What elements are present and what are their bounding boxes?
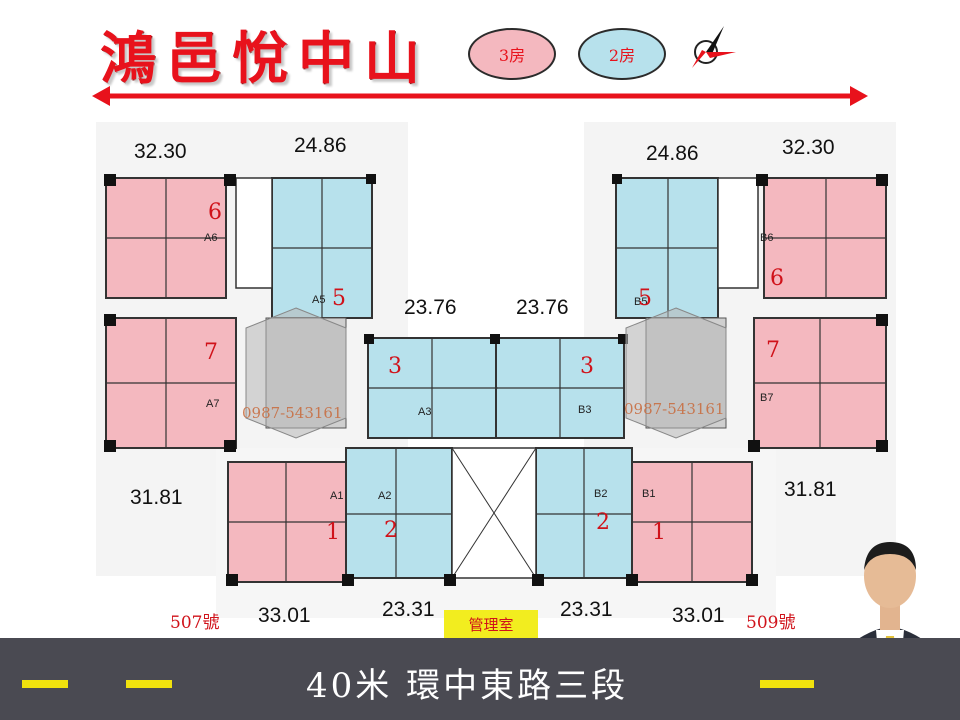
- unit-number-a2: 2: [384, 518, 398, 543]
- unit-number-b1: 1: [652, 520, 666, 545]
- unit-label-a2: A2: [378, 490, 392, 502]
- house-number-right: 509號: [746, 613, 796, 633]
- unit-label-a3: A3: [418, 406, 432, 418]
- area-b2: 23.31: [560, 598, 613, 621]
- floor-plan: [96, 122, 896, 618]
- area-b6: 32.30: [782, 136, 835, 159]
- unit-number-a1: 1: [326, 520, 340, 545]
- road-marking: [22, 680, 68, 688]
- area-a6: 32.30: [134, 140, 187, 163]
- watermark-phone-left: 0987-543161: [242, 404, 343, 422]
- legend-two-room-label: 2房: [608, 46, 636, 65]
- area-a5: 24.86: [294, 134, 347, 157]
- compass-icon: [692, 26, 736, 68]
- unit-number-a6: 6: [208, 200, 222, 225]
- area-b3: 23.76: [516, 296, 569, 319]
- unit-label-a5: A5: [312, 294, 326, 306]
- unit-number-a3: 3: [388, 354, 402, 379]
- area-a3: 23.76: [404, 296, 457, 319]
- watermark-phone-right: 0987-543161: [624, 400, 725, 418]
- unit-label-a7: A7: [206, 398, 220, 410]
- unit-number-b5: 5: [638, 286, 652, 311]
- unit-label-b3: B3: [578, 404, 592, 416]
- management-office-label: 管理室: [444, 610, 538, 638]
- unit-number-b2: 2: [596, 510, 610, 535]
- unit-label-b7: B7: [760, 392, 774, 404]
- unit-number-a5: 5: [332, 286, 346, 311]
- unit-label-a6: A6: [204, 232, 218, 244]
- legend-three-room-label: 3房: [498, 46, 526, 65]
- unit-label-a1: A1: [330, 490, 344, 502]
- house-number-left: 507號: [170, 613, 220, 633]
- legend-two-room: 2房: [578, 28, 666, 80]
- unit-number-a7: 7: [204, 340, 218, 365]
- page-title: 鴻邑悅中山: [100, 26, 430, 92]
- legend-three-room: 3房: [468, 28, 556, 80]
- unit-number-b3: 3: [580, 354, 594, 379]
- area-b7: 31.81: [784, 478, 837, 501]
- road: [0, 638, 960, 720]
- area-b5: 24.86: [646, 142, 699, 165]
- area-b1: 33.01: [672, 604, 725, 627]
- unit-label-b1: B1: [642, 488, 656, 500]
- road-name: 40米 環中東路三段: [306, 666, 629, 706]
- road-marking: [760, 680, 814, 688]
- road-marking: [126, 680, 172, 688]
- watermark-logo-left: [245, 307, 347, 439]
- core-left: [235, 177, 273, 289]
- unit-number-b7: 7: [766, 338, 780, 363]
- width-arrow: [92, 86, 868, 106]
- core-right: [717, 177, 759, 289]
- unit-a2: [345, 447, 453, 579]
- unit-label-b6: B6: [760, 232, 774, 244]
- area-a1: 33.01: [258, 604, 311, 627]
- unit-number-b6: 6: [770, 266, 784, 291]
- watermark-logo-right: [625, 307, 727, 439]
- unit-label-b5: B5: [634, 296, 648, 308]
- area-a2: 23.31: [382, 598, 435, 621]
- area-a7: 31.81: [130, 486, 183, 509]
- unit-label-b2: B2: [594, 488, 608, 500]
